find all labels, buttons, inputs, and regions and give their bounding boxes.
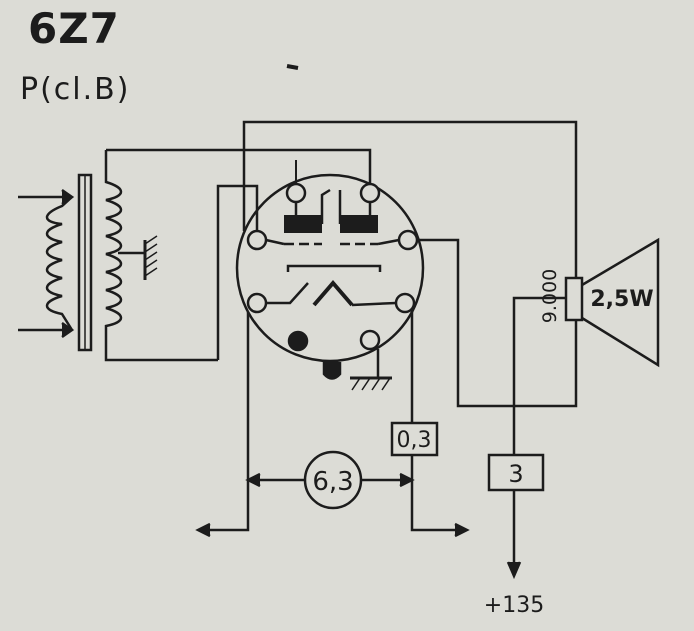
tube-type-title: 6Z7 <box>28 4 120 53</box>
plate-current-box <box>487 453 545 492</box>
output-power-label: 2,5W <box>590 287 653 312</box>
plate-current-label: 3 <box>508 460 523 488</box>
supply-voltage-label: +135 <box>484 593 544 618</box>
tube-plate-leads <box>294 188 372 224</box>
center-tap-ground <box>118 235 158 280</box>
tube-envelope <box>235 173 425 363</box>
heater-arrow-left <box>195 522 211 538</box>
heater-current-label: 0,3 <box>397 428 432 453</box>
heater-return-wire <box>410 455 465 532</box>
heater-voltage-dimension <box>245 450 415 510</box>
heater-lead-right <box>351 301 397 307</box>
output-tap-wire <box>512 296 566 455</box>
tube-base-cap <box>322 362 342 380</box>
transformer-core <box>77 173 93 352</box>
impedance-label: 9.000 <box>539 269 561 323</box>
operating-class-label: P(cl.B) <box>20 72 131 107</box>
ink-mark <box>286 64 299 70</box>
wire-plate-right-to-speaker <box>417 238 578 408</box>
transformer-secondary-coil <box>104 148 372 362</box>
tube-key-pin <box>287 330 309 352</box>
supply-arrow <box>506 561 522 580</box>
heater-lead-left-wire <box>200 312 250 532</box>
wire-plate-to-speaker <box>242 120 578 279</box>
heater-arrow-right <box>454 522 470 538</box>
grid-lead-right <box>377 238 400 246</box>
wire-grid-left <box>216 184 259 360</box>
heater-current-box <box>390 421 439 457</box>
tube-heater <box>312 279 354 307</box>
tube-cathode <box>266 264 382 305</box>
grid-lead-left <box>265 238 285 246</box>
cathode-ground-symbol <box>350 376 392 391</box>
tube-plates <box>284 215 378 233</box>
tube-pins <box>246 182 419 351</box>
heater-voltage-label: 6,3 <box>312 467 353 497</box>
transformer-primary-coil <box>45 196 74 331</box>
